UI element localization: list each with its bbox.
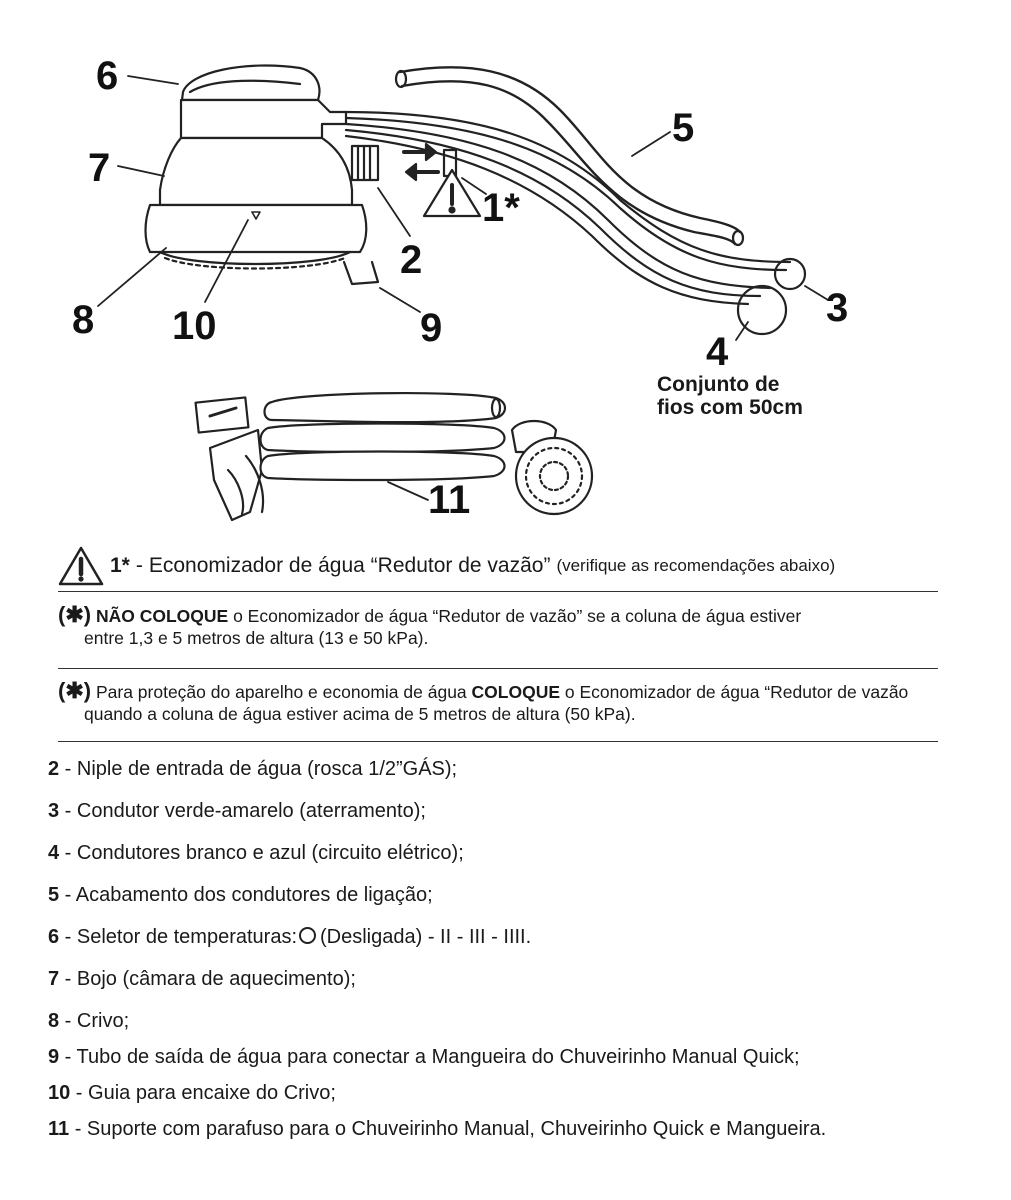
warning-icon xyxy=(58,546,104,586)
callout-9: 9 xyxy=(420,306,443,350)
divider-3 xyxy=(58,741,938,742)
note-1-star: (✱) xyxy=(58,602,92,627)
legend-item: 10 - Guia para encaixe do Crivo; xyxy=(48,1082,336,1104)
wires-note-line1: Conjunto de xyxy=(657,373,780,396)
warning-text: Economizador de água “Redutor de vazão” xyxy=(148,554,551,577)
note-2-line2: quando a coluna de água estiver acima de… xyxy=(84,704,636,724)
legend-item: 2 - Niple de entrada de água (rosca 1/2”… xyxy=(48,758,458,780)
callout-8: 8 xyxy=(72,298,95,342)
wires-note-line2: fios com 50cm xyxy=(657,396,803,419)
callout-3: 3 xyxy=(826,286,849,330)
callout-11: 11 xyxy=(428,478,471,522)
note-do-not-install: (✱) NÃO COLOQUE o Economizador de água “… xyxy=(58,604,948,649)
note-1-text: o Economizador de água “Redutor de vazão… xyxy=(228,606,802,626)
callout-2: 2 xyxy=(400,238,423,282)
warning-dash: - xyxy=(135,554,143,577)
off-circle-icon xyxy=(299,927,317,944)
divider-1 xyxy=(58,591,938,592)
note-2-pre: Para proteção do aparelho e economia de … xyxy=(95,682,472,702)
note-2-star: (✱) xyxy=(58,678,92,703)
legend-item: 6 - Seletor de temperaturas:(Desligada) … xyxy=(48,926,532,948)
note-1-line2: entre 1,3 e 5 metros de altura (13 e 50 … xyxy=(84,628,429,648)
warning-hint: (verifique as recomendações abaixo) xyxy=(556,556,836,575)
callout-1-star: 1* xyxy=(482,186,520,230)
shower-body-drawing xyxy=(144,64,482,286)
warning-line: 1* - Economizador de água “Redutor de va… xyxy=(58,546,938,586)
note-2-text: o Economizador de água “Redutor de vazão xyxy=(560,682,909,702)
legend-item: 7 - Bojo (câmara de aquecimento); xyxy=(48,968,356,990)
legend-item: 11 - Suporte com parafuso para o Chuveir… xyxy=(48,1118,827,1140)
product-diagram xyxy=(97,64,829,522)
callout-5: 5 xyxy=(672,106,695,150)
callout-10: 10 xyxy=(172,304,217,348)
wires-note: Conjunto de fios com 50cm xyxy=(657,373,803,419)
legend-item: 3 - Condutor verde-amarelo (aterramento)… xyxy=(48,800,426,822)
note-2-bold: COLOQUE xyxy=(471,682,561,702)
callout-6: 6 xyxy=(96,54,119,98)
accessories-drawing xyxy=(194,391,594,522)
wires-drawing xyxy=(344,66,807,336)
callout-4: 4 xyxy=(706,330,729,374)
divider-2 xyxy=(58,668,938,669)
legend-item: 4 - Condutores branco e azul (circuito e… xyxy=(48,842,464,864)
legend-item: 9 - Tubo de saída de água para conectar … xyxy=(48,1046,800,1068)
note-install: (✱) Para proteção do aparelho e economia… xyxy=(58,680,948,725)
callout-7: 7 xyxy=(88,146,111,190)
note-1-bold: NÃO COLOQUE xyxy=(95,606,229,626)
legend-item: 5 - Acabamento dos condutores de ligação… xyxy=(48,884,433,906)
legend-item: 8 - Crivo; xyxy=(48,1010,130,1032)
warning-num: 1* xyxy=(110,554,130,577)
leader-lines xyxy=(97,75,829,501)
